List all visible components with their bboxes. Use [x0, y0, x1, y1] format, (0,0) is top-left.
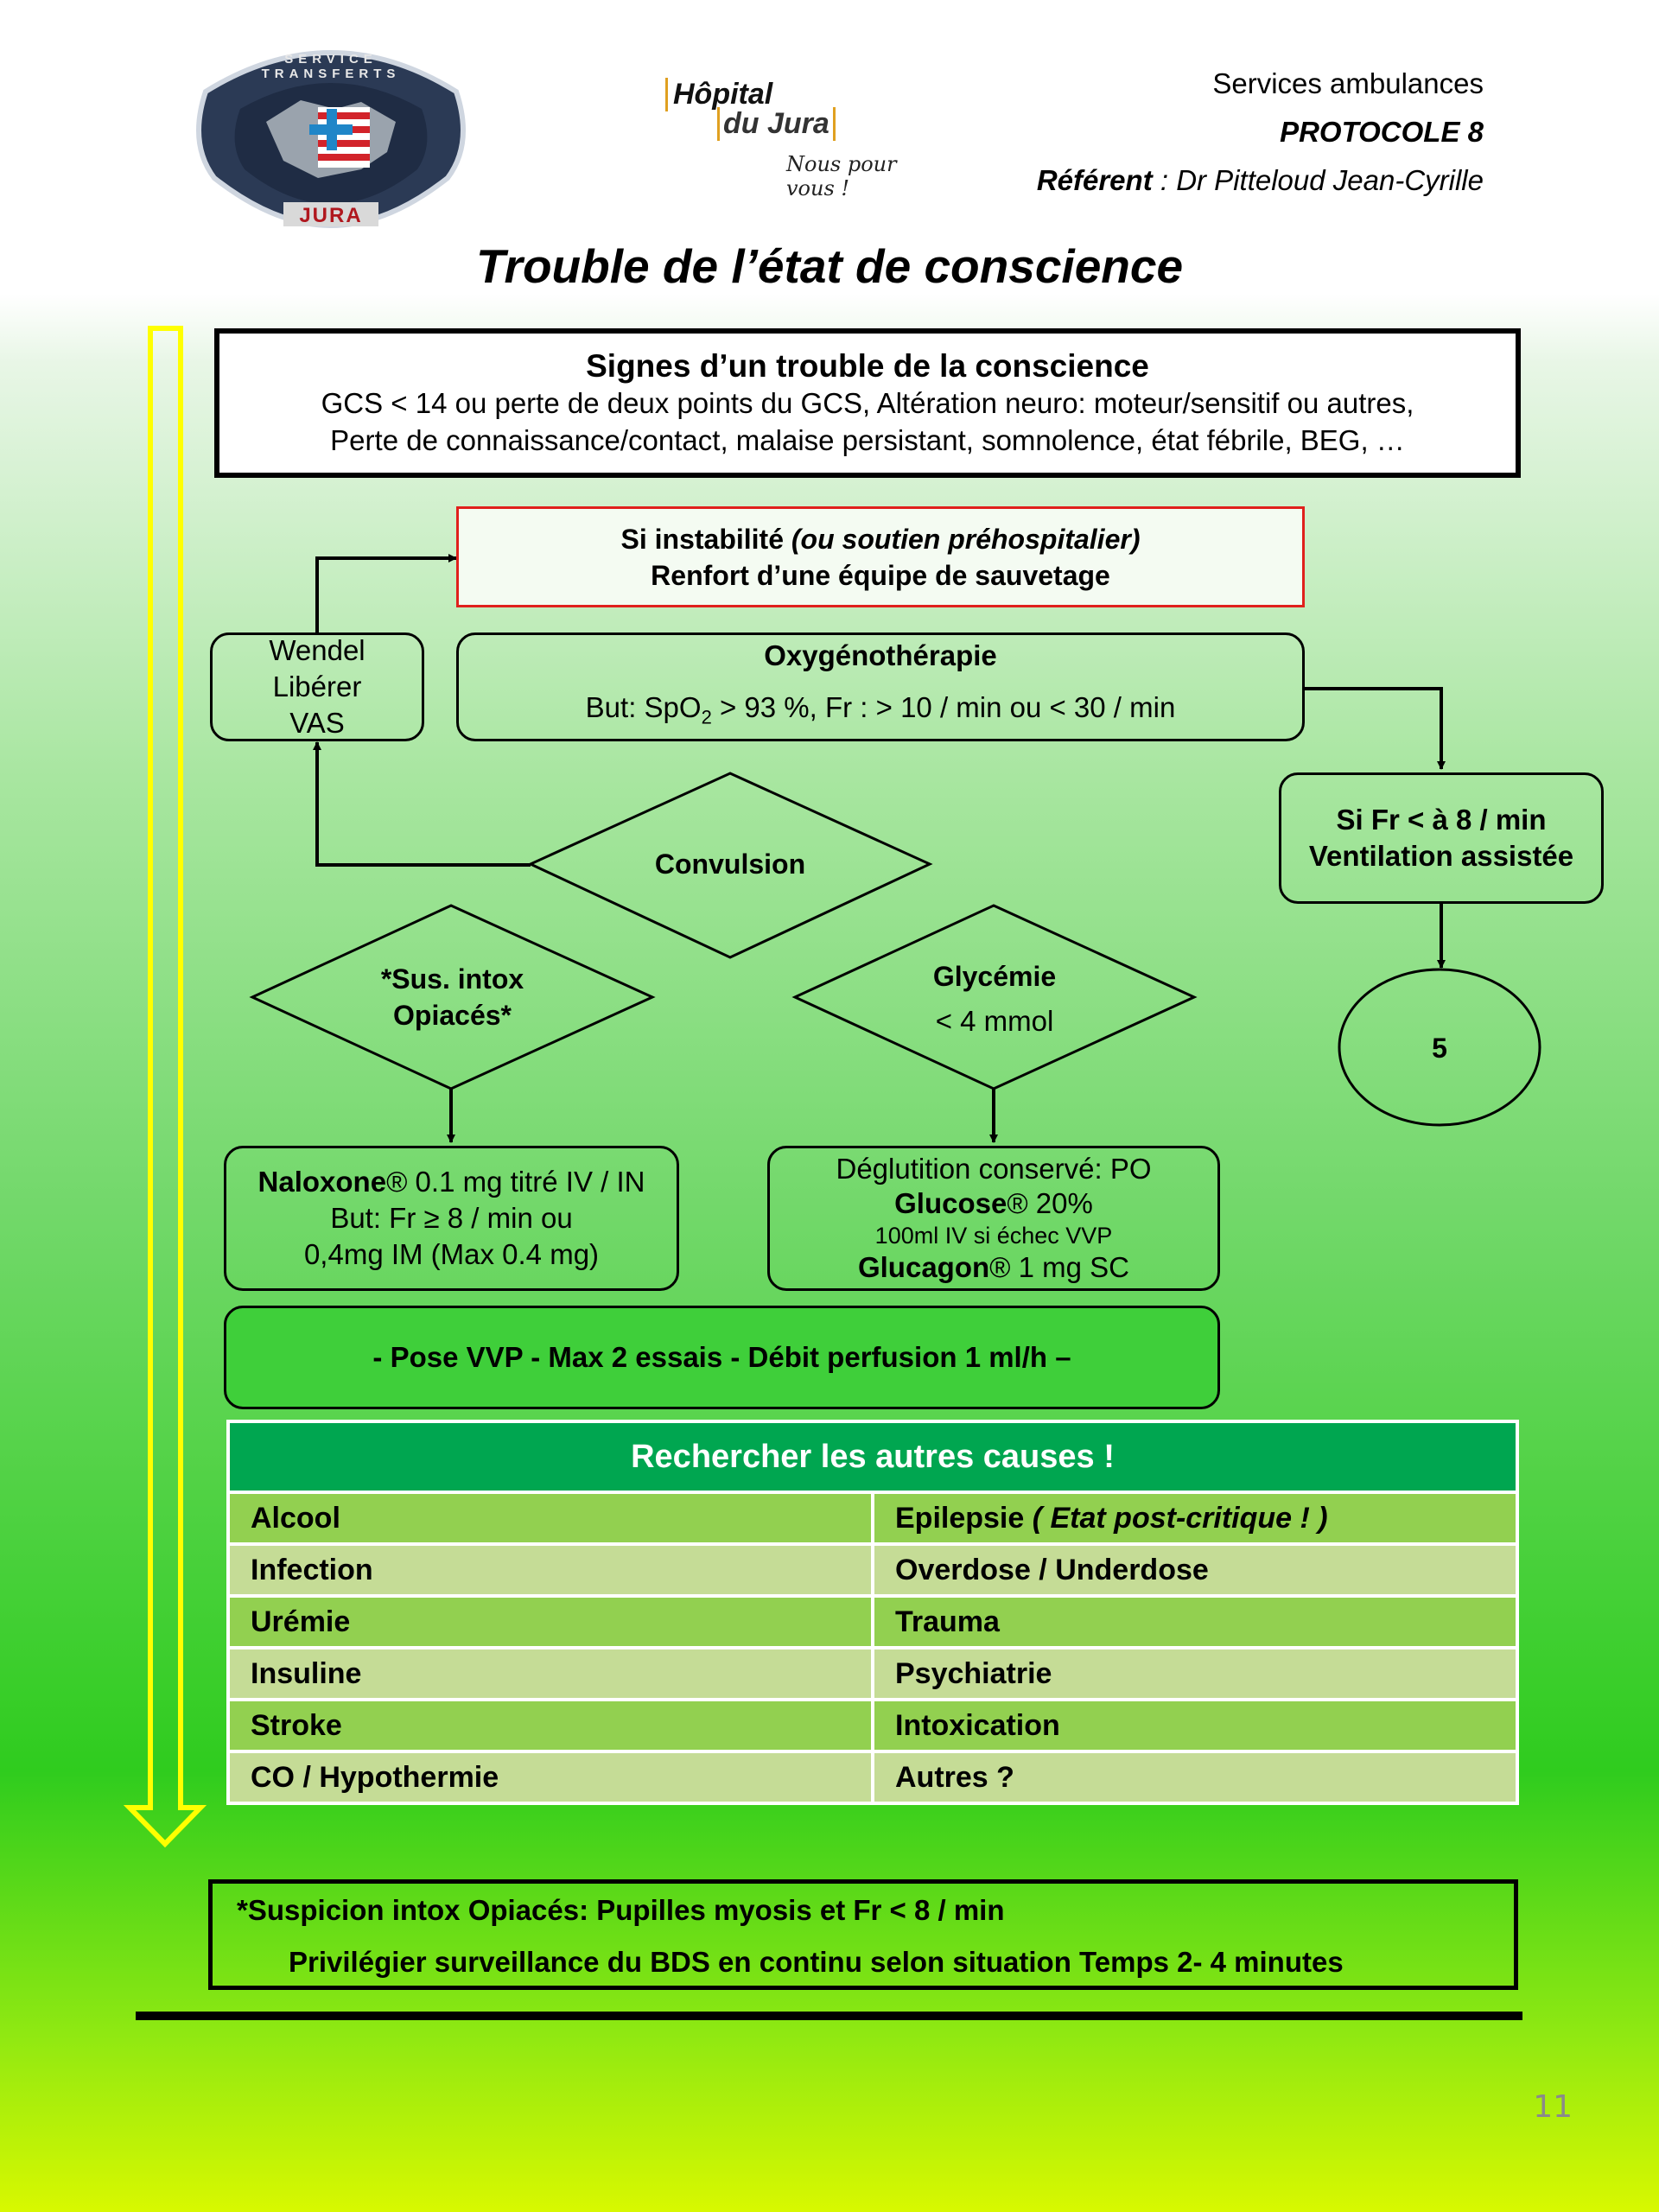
page-number: 11 — [1533, 2089, 1573, 2125]
naloxone-line1: Naloxone® 0.1 mg titré IV / IN — [258, 1164, 645, 1200]
cause-left: Urémie — [226, 1594, 874, 1649]
naloxone-line2: But: Fr ≥ 8 / min ou — [330, 1202, 573, 1234]
table-row: Alcool Epilepsie ( Etat post-critique ! … — [226, 1491, 1519, 1546]
oxygen-goal-sub: 2 — [701, 706, 712, 728]
cause-right-note: ( Etat post-critique ! ) — [1032, 1501, 1328, 1535]
footnote-box: *Suspicion intox Opiacés: Pupilles myosi… — [208, 1879, 1518, 1990]
causes-heading: Rechercher les autres causes ! — [226, 1420, 1519, 1494]
wendel-box: Wendel Libérer VAS — [210, 632, 424, 741]
wendel-line3: VAS — [289, 707, 345, 739]
referent-label: Référent — [1036, 164, 1153, 196]
glycemia-diamond — [791, 904, 1198, 1090]
reference-circle — [1338, 968, 1541, 1127]
protocol-number: PROTOCOLE 8 — [1280, 116, 1484, 148]
opiates-line2: Opiacés* — [393, 1000, 512, 1031]
table-row: CO / Hypothermie Autres ? — [226, 1750, 1519, 1805]
glucose-dose: ® 20% — [1007, 1187, 1093, 1219]
cause-left: Stroke — [226, 1698, 874, 1753]
glycemia-line1: Glycémie — [932, 961, 1057, 992]
instability-condition: Si instabilité — [620, 523, 791, 555]
logo-badge-icon — [196, 50, 466, 229]
ventilation-line1: Si Fr < à 8 / min — [1336, 804, 1547, 836]
yellow-down-arrow — [123, 326, 207, 1848]
instability-line2: Renfort d’une équipe de sauvetage — [651, 559, 1110, 591]
glucose-box: Déglutition conservé: PO Glucose® 20% 10… — [767, 1146, 1220, 1291]
glucose-line3: 100ml IV si échec VVP — [874, 1223, 1113, 1249]
glycemia-label: Glycémie < 4 mmol — [795, 954, 1194, 1044]
signs-box: Signes d’un trouble de la conscience GCS… — [214, 328, 1521, 478]
referent-value: : Dr Pitteloud Jean-Cyrille — [1152, 164, 1484, 196]
opiates-label: *Sus. intox Opiacés* — [252, 961, 652, 1033]
cause-right: Psychiatrie — [871, 1646, 1519, 1701]
glucagon-line: Glucagon® 1 mg SC — [858, 1250, 1129, 1285]
convulsion-diamond — [527, 772, 933, 959]
footnote-line1: *Suspicion intox Opiacés: Pupilles myosi… — [237, 1894, 1005, 1926]
opiates-line1: *Sus. intox — [380, 963, 524, 995]
service-transferts-logo: SERVICE TRANSFERTS JURA — [188, 40, 474, 230]
glucagon-dose: ® 1 mg SC — [989, 1251, 1130, 1283]
cause-right: Overdose / Underdose — [871, 1542, 1519, 1598]
glucose-line1: Déglutition conservé: PO — [836, 1153, 1152, 1185]
cause-left: Insuline — [226, 1646, 874, 1701]
cause-left: CO / Hypothermie — [226, 1750, 874, 1805]
cause-left: Infection — [226, 1542, 874, 1598]
ventilation-line2: Ventilation assistée — [1308, 840, 1574, 872]
table-row: Urémie Trauma — [226, 1594, 1519, 1649]
instability-note: (ou soutien préhospitalier) — [791, 523, 1141, 555]
hospital-logo-line2: du Jura — [717, 107, 836, 141]
logo-ring-text-bottom: JURA — [299, 204, 363, 227]
oxygen-to-ventilation-arrow — [1303, 687, 1446, 770]
convulsion-to-wendel-arrow — [313, 741, 531, 867]
naloxone-dose: ® 0.1 mg titré IV / IN — [386, 1166, 645, 1198]
service-name: Services ambulances — [1212, 67, 1484, 99]
signs-heading: Signes d’un trouble de la conscience — [586, 348, 1149, 384]
instability-line1: Si instabilité (ou soutien préhospitalie… — [621, 521, 1141, 557]
page-title: Trouble de l’état de conscience — [475, 239, 1184, 293]
convulsion-label: Convulsion — [654, 849, 806, 880]
bottom-rule — [136, 2012, 1522, 2020]
table-row: Stroke Intoxication — [226, 1698, 1519, 1753]
naloxone-line3: 0,4mg IM (Max 0.4 mg) — [303, 1238, 600, 1270]
opiates-diamond — [249, 904, 656, 1090]
cause-right: Epilepsie ( Etat post-critique ! ) — [871, 1491, 1519, 1546]
naloxone-box: Naloxone® 0.1 mg titré IV / IN But: Fr ≥… — [224, 1146, 679, 1291]
oxygen-goal: But: SpO2 > 93 %, Fr : > 10 / min ou < 3… — [586, 690, 1176, 736]
glycemia-line2: < 4 mmol — [935, 1005, 1054, 1037]
oxygen-goal-a: But: SpO — [585, 691, 702, 724]
logo-ring-text-top: SERVICE TRANSFERTS — [261, 52, 401, 81]
circle-label: 5 — [1432, 1033, 1447, 1064]
signs-line2: Perte de connaissance/contact, malaise p… — [330, 424, 1405, 456]
vvp-box: - Pose VVP - Max 2 essais - Débit perfus… — [224, 1306, 1220, 1409]
wendel-line1: Wendel — [269, 634, 365, 666]
cause-right: Trauma — [871, 1594, 1519, 1649]
naloxone-name: Naloxone — [257, 1166, 387, 1198]
instability-box: Si instabilité (ou soutien préhospitalie… — [456, 506, 1305, 607]
glucagon-name: Glucagon — [857, 1251, 990, 1283]
causes-table: Rechercher les autres causes ! Alcool Ep… — [226, 1420, 1519, 1805]
hopital-du-jura-logo: Hôpital du Jura Nous pour vous ! — [657, 78, 942, 200]
ventilation-box: Si Fr < à 8 / min Ventilation assistée — [1279, 772, 1604, 904]
table-row: Insuline Psychiatrie — [226, 1646, 1519, 1701]
glucose-name: Glucose — [894, 1187, 1007, 1219]
vvp-text: - Pose VVP - Max 2 essais - Débit perfus… — [372, 1341, 1071, 1373]
cause-right: Intoxication — [871, 1698, 1519, 1753]
hospital-logo-slogan: Nous pour vous ! — [786, 152, 897, 200]
wendel-line2: Libérer — [272, 671, 362, 702]
cause-right: Autres ? — [871, 1750, 1519, 1805]
glucose-line2: Glucose® 20% — [894, 1186, 1093, 1221]
footnote-line2: Privilégier surveillance du BDS en conti… — [289, 1946, 1344, 1978]
cause-right-main: Epilepsie — [895, 1501, 1033, 1535]
table-row: Infection Overdose / Underdose — [226, 1542, 1519, 1598]
referent: Référent : Dr Pitteloud Jean-Cyrille — [1037, 164, 1484, 197]
wendel-to-instability-arrow — [315, 554, 457, 632]
oxygen-box: Oxygénothérapie But: SpO2 > 93 %, Fr : >… — [456, 632, 1305, 741]
cause-left: Alcool — [226, 1491, 874, 1546]
oxygen-goal-b: > 93 %, Fr : > 10 / min ou < 30 / min — [711, 691, 1176, 724]
signs-line1: GCS < 14 ou perte de deux points du GCS,… — [321, 387, 1414, 419]
hospital-logo-line1: Hôpital — [665, 78, 772, 111]
oxygen-title: Oxygénothérapie — [764, 639, 997, 672]
